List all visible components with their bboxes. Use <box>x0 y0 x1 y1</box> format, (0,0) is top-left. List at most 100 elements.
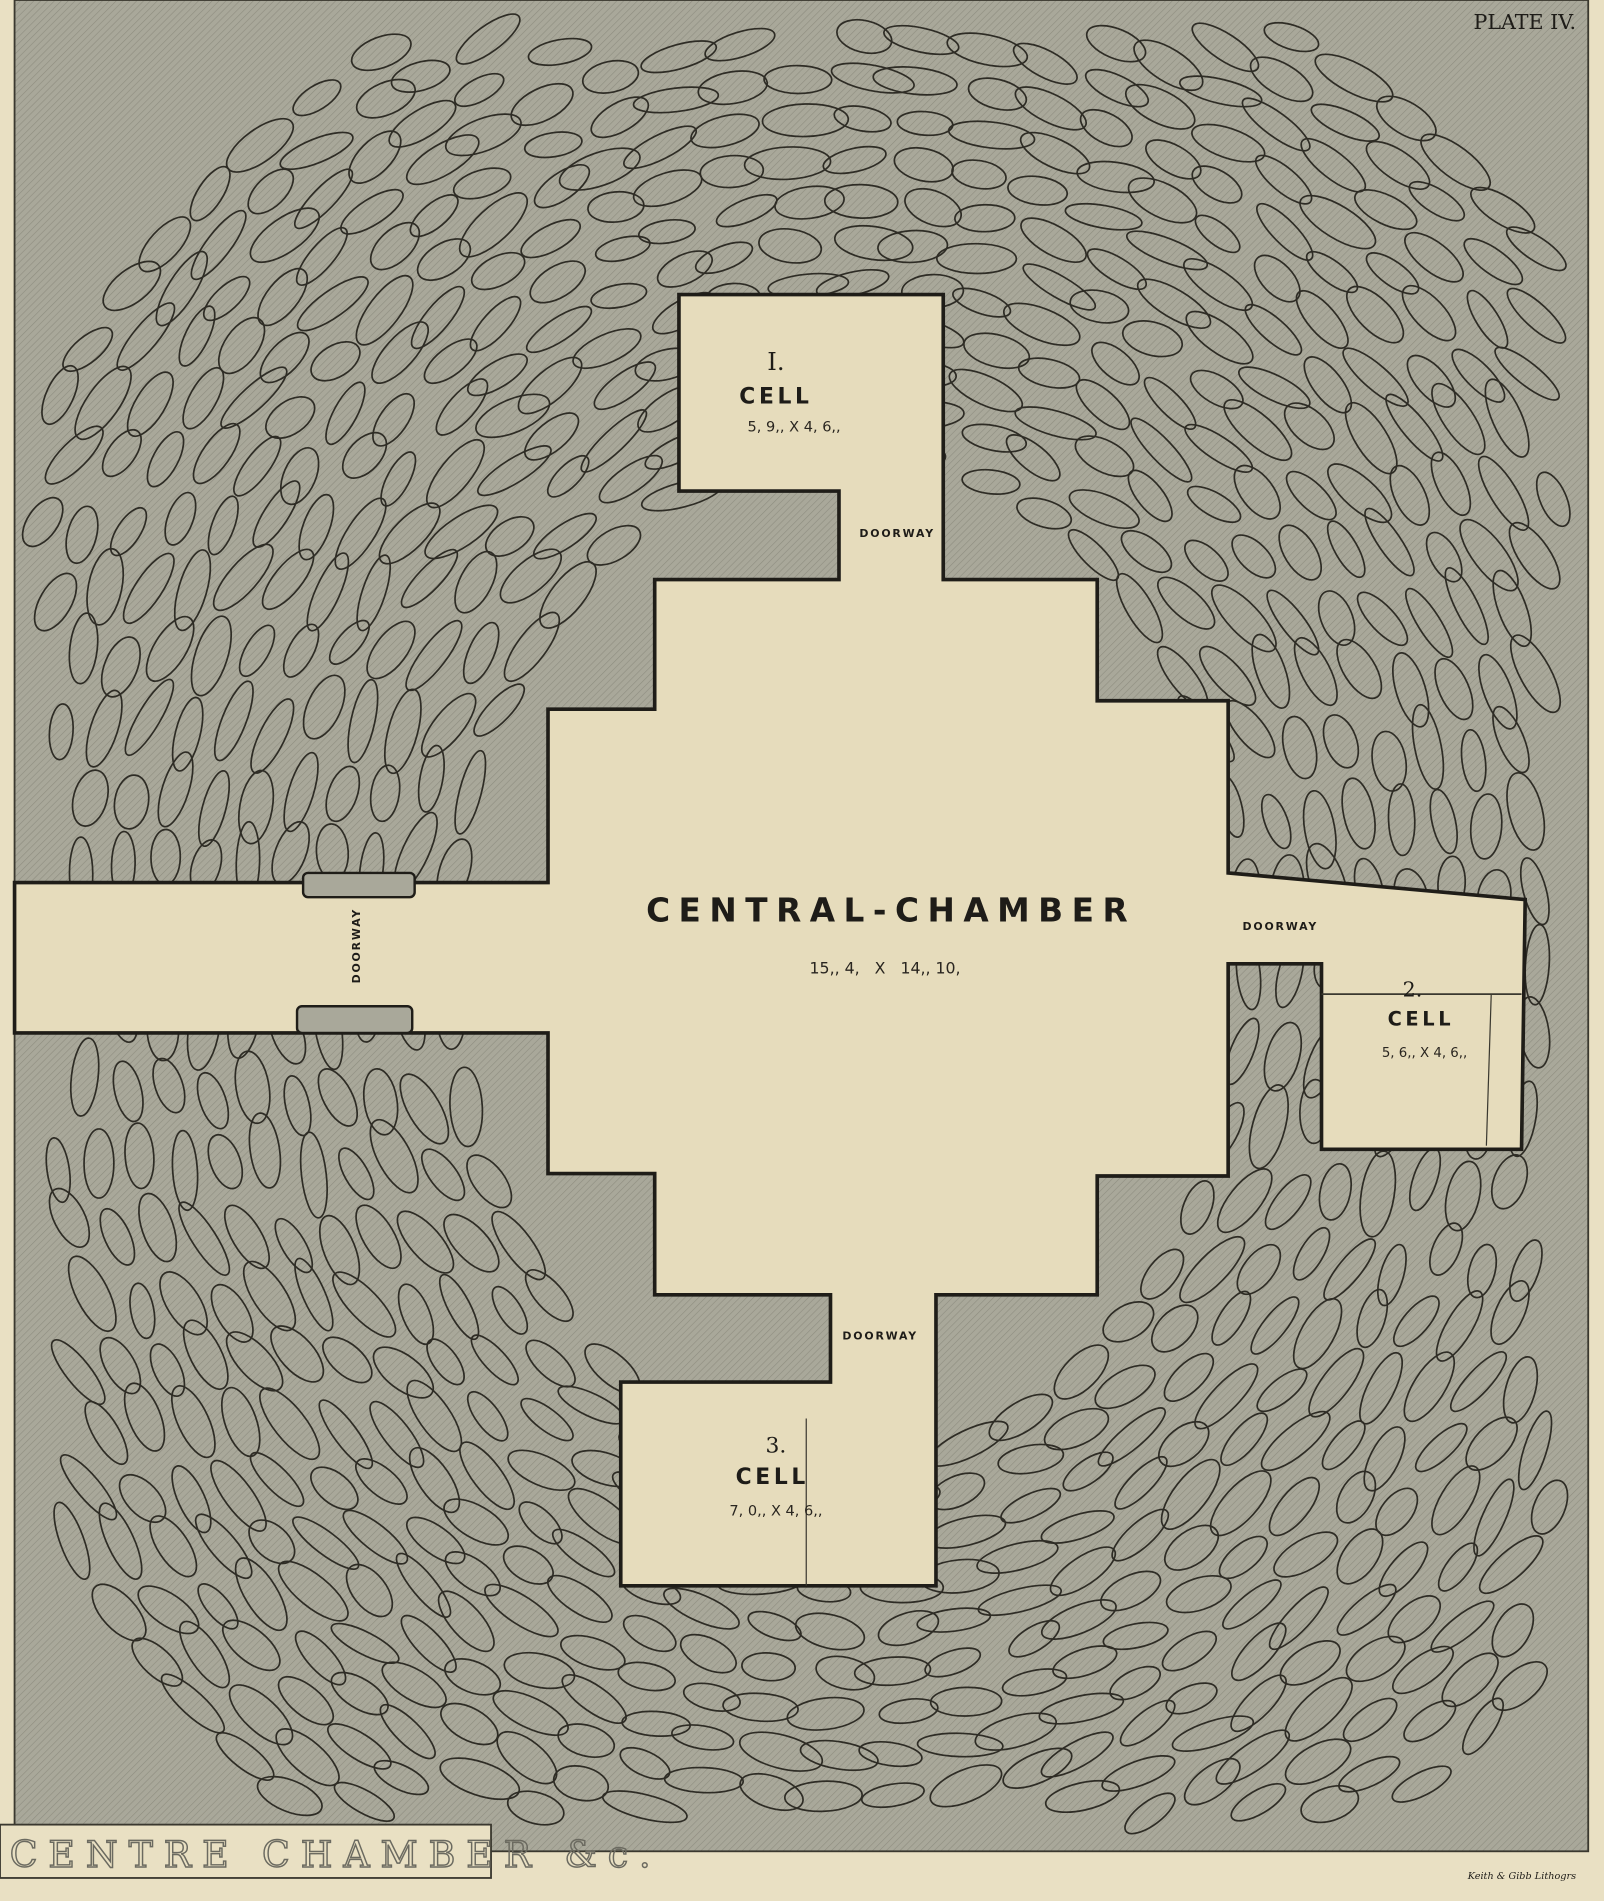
stone <box>858 1740 923 1768</box>
stone <box>44 425 104 485</box>
stone <box>877 1610 940 1647</box>
stone <box>1260 1410 1331 1472</box>
stone <box>1378 1541 1429 1598</box>
stone <box>1519 857 1550 926</box>
stone <box>738 1731 824 1772</box>
stone <box>473 683 526 737</box>
stone <box>532 512 597 560</box>
stone <box>213 680 254 762</box>
cell-2-line <box>1485 994 1492 1146</box>
stone <box>1403 1699 1457 1743</box>
stone <box>1431 382 1486 456</box>
stone <box>1038 1692 1125 1725</box>
stone <box>397 1283 435 1346</box>
stone <box>1102 1301 1155 1343</box>
cell-1-dimensions: 5, 9,, X 4, 6,, <box>748 420 841 436</box>
stone <box>1327 463 1393 524</box>
stone <box>924 1647 982 1678</box>
stone <box>86 547 125 626</box>
stone <box>1310 103 1381 142</box>
stone <box>1508 1239 1543 1302</box>
stone <box>1020 217 1087 264</box>
stone <box>1477 455 1530 531</box>
stone <box>1254 154 1313 205</box>
stone <box>1308 1347 1365 1418</box>
cell-1-label: CELL <box>739 385 812 410</box>
stone <box>215 1732 275 1781</box>
stone <box>1387 783 1416 857</box>
cell-3-label: CELL <box>736 1465 809 1490</box>
stone <box>774 185 845 220</box>
stone <box>1404 231 1464 283</box>
stone <box>1389 464 1431 526</box>
stone <box>520 1397 574 1442</box>
stone <box>1256 202 1314 261</box>
stone <box>1508 521 1561 590</box>
stone <box>1492 705 1530 774</box>
stone <box>1040 1599 1117 1640</box>
stone <box>1305 250 1359 294</box>
stone <box>1444 566 1489 646</box>
stone <box>1143 376 1197 430</box>
stone <box>417 744 445 813</box>
stone <box>1211 584 1277 653</box>
chamber-floor <box>12 292 1528 1588</box>
stone <box>259 331 310 384</box>
stone <box>1014 406 1097 441</box>
stone <box>598 454 664 504</box>
stone <box>1359 1150 1397 1238</box>
stone <box>617 1661 676 1692</box>
stone <box>1430 1600 1495 1653</box>
stone <box>1285 470 1337 521</box>
stone <box>21 496 64 548</box>
stone <box>400 548 459 609</box>
stone <box>250 698 295 774</box>
stone <box>1465 1416 1518 1471</box>
stone <box>171 1465 212 1534</box>
stone <box>325 381 366 446</box>
stone <box>265 396 316 440</box>
central-chamber-dimensions: 15,, 4, X 14,, 10, <box>810 959 961 978</box>
stone <box>159 1271 208 1336</box>
stone <box>1017 357 1081 389</box>
stone <box>1250 1296 1300 1355</box>
stone <box>426 1338 465 1386</box>
stone <box>220 1386 261 1458</box>
stone <box>1494 346 1560 401</box>
stone <box>405 1516 466 1565</box>
stone <box>420 692 477 758</box>
stone <box>274 1217 314 1274</box>
stone <box>1491 1661 1548 1712</box>
stone <box>444 1551 501 1597</box>
stone <box>462 621 500 685</box>
stone <box>561 1674 627 1724</box>
stone <box>293 168 354 230</box>
stone <box>1429 1222 1464 1276</box>
stone <box>682 1682 741 1712</box>
stone <box>1341 777 1376 850</box>
stone <box>524 1269 574 1323</box>
stone <box>1120 529 1173 574</box>
stone <box>860 1782 925 1809</box>
stone <box>587 190 645 223</box>
stone <box>492 1689 569 1737</box>
stone <box>171 1129 199 1212</box>
stone <box>341 431 388 479</box>
stone <box>916 1607 992 1633</box>
stone <box>529 260 586 304</box>
stone <box>67 1255 117 1332</box>
stone <box>1414 1422 1468 1473</box>
stone <box>149 1343 186 1397</box>
stone <box>469 295 522 352</box>
stone <box>1346 285 1405 344</box>
stone <box>1405 587 1454 659</box>
stone <box>517 356 583 415</box>
stone <box>951 159 1007 190</box>
stone <box>1292 1297 1343 1370</box>
stone <box>523 131 583 159</box>
cell-2-dimensions: 5, 6,, X 4, 6,, <box>1382 1046 1467 1061</box>
stone <box>679 1633 737 1674</box>
stone <box>637 218 696 245</box>
stone <box>217 316 266 375</box>
stone <box>590 282 648 310</box>
